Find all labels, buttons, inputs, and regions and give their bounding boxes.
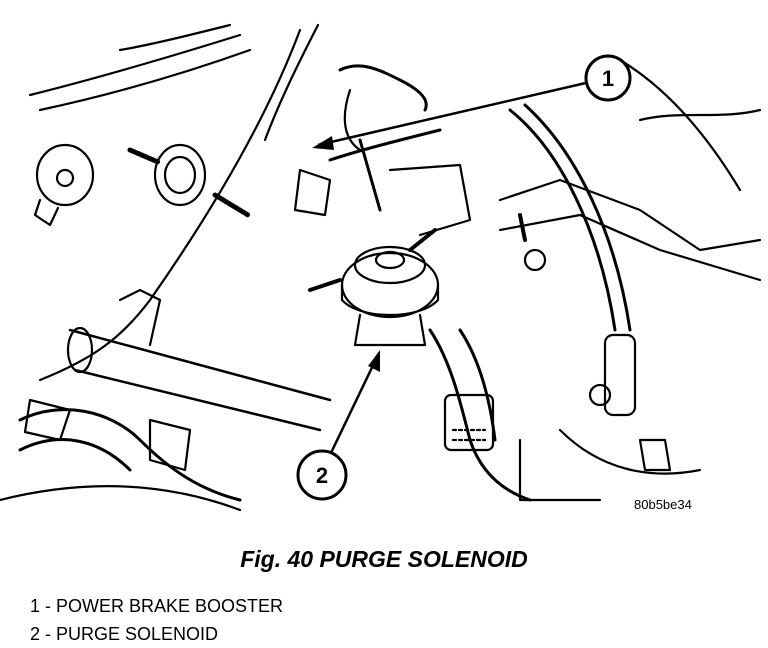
callout-1-number: 1 [602, 66, 614, 91]
legend-item-1: 1 - POWER BRAKE BOOSTER [30, 596, 284, 616]
mount-knob [35, 143, 95, 207]
electrical-connector [443, 393, 495, 452]
callout-1: 1 [312, 54, 632, 150]
grommet [153, 143, 207, 207]
legend-item-2: 2 - PURGE SOLENOID [30, 624, 219, 644]
figure-title: Fig. 40 PURGE SOLENOID [240, 546, 528, 572]
engine-bay-illustration: 1 2 [0, 23, 762, 512]
legend: 1 - POWER BRAKE BOOSTER 2 - PURGE SOLENO… [30, 592, 283, 648]
callout-2-number: 2 [316, 463, 328, 488]
callout-2: 2 [296, 350, 380, 501]
figure-reference-code: 80b5be34 [634, 497, 692, 512]
brake-booster-outline [38, 28, 302, 382]
